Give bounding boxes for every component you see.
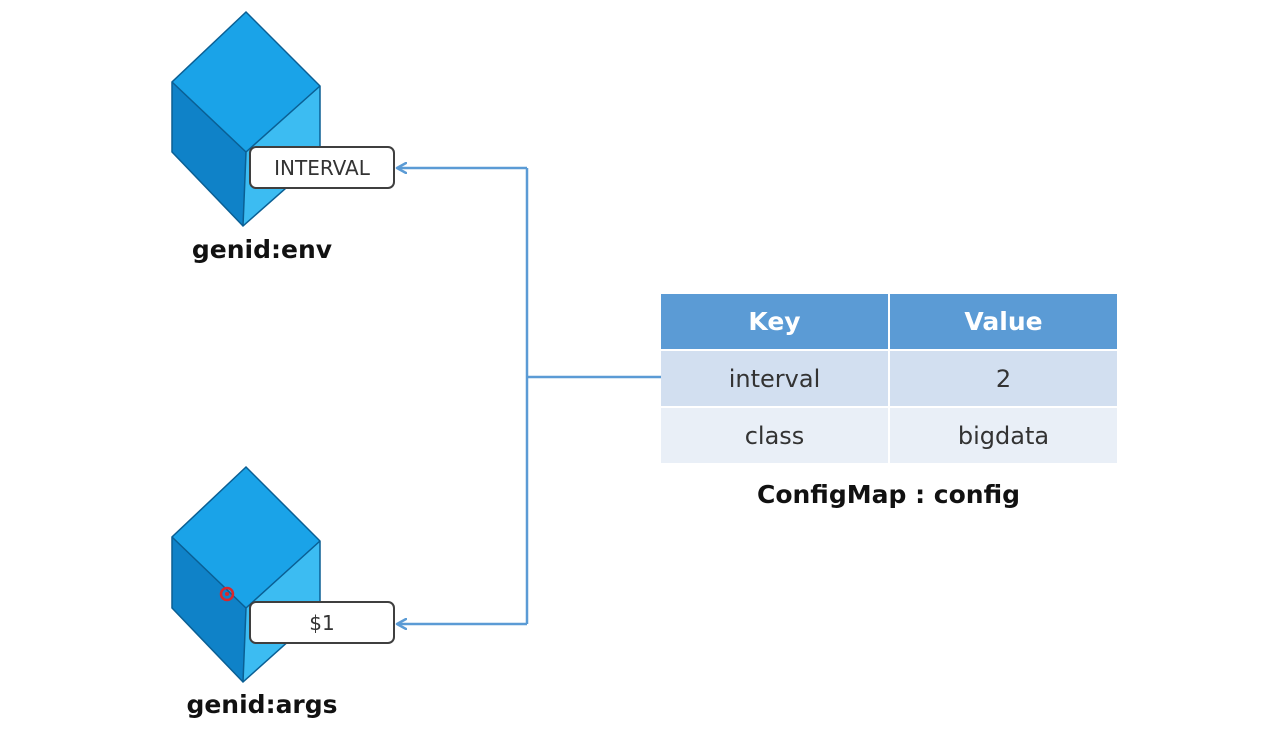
cube-env-left-face [172, 82, 246, 226]
args-variable-box: $1 [249, 601, 395, 644]
pod-label-args: genid:args [186, 690, 338, 719]
table-row: class bigdata [661, 407, 1117, 465]
configmap-header-row: Key Value [661, 294, 1117, 351]
cell-value: bigdata [889, 407, 1117, 465]
pod-cube-env [171, 10, 321, 228]
cell-value: 2 [889, 350, 1117, 408]
column-header-key: Key [661, 294, 890, 351]
cell-key: class [661, 407, 890, 465]
pod-label-env: genid:env [191, 235, 333, 264]
cursor-dot [219, 586, 235, 602]
connector-lines [398, 168, 661, 624]
configmap-caption: ConfigMap : config [756, 480, 1020, 509]
column-header-value: Value [889, 294, 1117, 351]
table-row: interval 2 [661, 350, 1117, 408]
cube-args-left-face [172, 537, 246, 682]
pod-cube-args [171, 465, 321, 684]
env-variable-box: INTERVAL [249, 146, 395, 189]
cell-key: interval [661, 350, 890, 408]
configmap-table: Key Value interval 2 class bigdata [661, 294, 1117, 465]
